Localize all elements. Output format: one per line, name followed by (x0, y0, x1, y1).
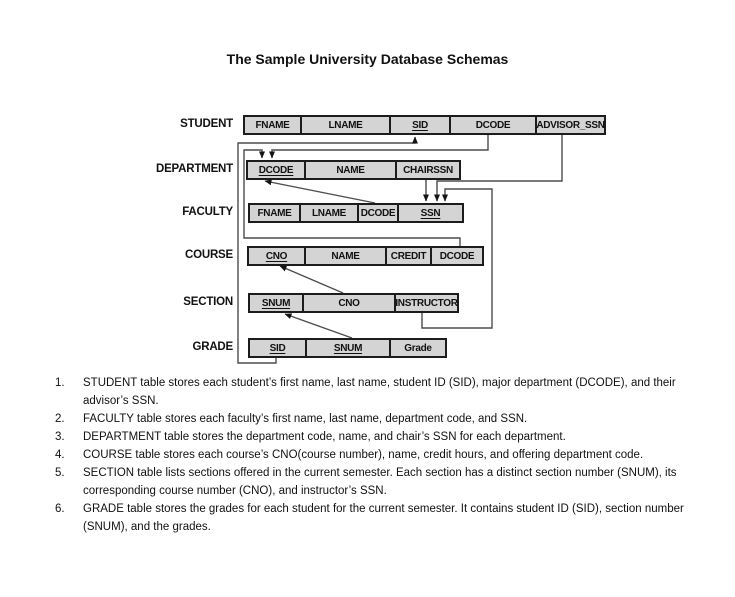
note-text: GRADE table stores the grades for each s… (83, 503, 684, 533)
note-number: 4. (55, 449, 65, 461)
column-name: DCODE (360, 207, 396, 219)
cell-student-lname: LNAME (300, 117, 389, 133)
note-text: STUDENT table stores each student’s firs… (83, 377, 676, 407)
column-name: LNAME (311, 207, 347, 219)
cell-faculty-fname: FNAME (250, 205, 299, 221)
cell-section-cno: CNO (302, 295, 394, 311)
table-row-course: CNO NAME CREDIT DCODE (247, 246, 484, 266)
column-name: SID (412, 119, 428, 131)
cell-faculty-lname: LNAME (299, 205, 357, 221)
column-name: Grade (404, 342, 432, 354)
column-name: INSTRUCTOR (395, 297, 458, 309)
table-label-section: SECTION (183, 296, 233, 308)
cell-section-snum: SNUM (250, 295, 302, 311)
column-name: CNO (338, 297, 360, 309)
fk-line-student-dcode-to-department-dcode (269, 134, 489, 159)
table-label-department: DEPARTMENT (155, 163, 233, 175)
column-name: NAME (331, 250, 360, 262)
column-name: SID (269, 342, 286, 354)
cell-course-name: NAME (304, 248, 385, 264)
column-name: CREDIT (390, 250, 427, 262)
note-text: DEPARTMENT table stores the department c… (83, 431, 566, 443)
fk-line-section-cno-to-course-cno (279, 265, 344, 294)
fk-line-faculty-dcode-to-department-dcode (264, 179, 376, 204)
cell-student-sid: SID (389, 117, 449, 133)
table-row-section: SNUM CNO INSTRUCTOR (248, 293, 459, 313)
cell-department-dcode: DCODE (248, 162, 304, 178)
note-item-5: 5. SECTION table lists sections offered i… (55, 464, 713, 500)
cell-student-fname: FNAME (245, 117, 300, 133)
note-item-3: 3. DEPARTMENT table stores the department… (55, 428, 713, 446)
cell-faculty-ssn: SSN (397, 205, 462, 221)
column-name: FNAME (257, 207, 292, 219)
cell-course-credit: CREDIT (385, 248, 430, 264)
note-number: 5. (55, 467, 65, 479)
cell-grade-grade: Grade (389, 340, 445, 356)
cell-section-instructor: INSTRUCTOR (394, 295, 458, 311)
note-item-1: 1. STUDENT table stores each student’s fi… (55, 374, 713, 410)
table-label-course: COURSE (184, 249, 233, 261)
column-name: SNUM (333, 342, 363, 354)
cell-faculty-dcode: DCODE (357, 205, 397, 221)
cell-student-advisor_ssn: ADVISOR_SSN (535, 117, 605, 133)
column-name: FNAME (255, 119, 290, 131)
fk-line-grade-snum-to-section-snum (284, 313, 353, 339)
column-name: DCODE (258, 164, 294, 176)
cell-student-dcode: DCODE (449, 117, 535, 133)
notes-list: 1. STUDENT table stores each student’s fi… (55, 374, 713, 536)
note-number: 2. (55, 413, 65, 425)
cell-department-chairssn: CHAIRSSN (395, 162, 459, 178)
table-label-faculty: FACULTY (182, 206, 233, 218)
column-name: CHAIRSSN (403, 164, 453, 176)
column-name: LNAME (328, 119, 363, 131)
column-name: DCODE (475, 119, 511, 131)
table-row-department: DCODE NAME CHAIRSSN (246, 160, 461, 180)
note-item-2: 2. FACULTY table stores each faculty’s fi… (55, 410, 713, 428)
cell-grade-sid: SID (250, 340, 305, 356)
column-name: SSN (420, 207, 441, 219)
note-text: COURSE table stores each course’s CNO(co… (83, 449, 644, 461)
note-text: FACULTY table stores each faculty’s firs… (83, 413, 528, 425)
column-name: ADVISOR_SSN (536, 119, 605, 131)
column-name: DCODE (439, 250, 475, 262)
cell-course-cno: CNO (249, 248, 304, 264)
cell-grade-snum: SNUM (305, 340, 389, 356)
column-name: SNUM (261, 297, 291, 309)
table-label-grade: GRADE (192, 341, 233, 353)
page-title: The Sample University Database Schemas (226, 51, 509, 67)
table-row-faculty: FNAME LNAME DCODE SSN (248, 203, 464, 223)
cell-department-name: NAME (304, 162, 395, 178)
table-row-student: FNAME LNAME SID DCODE ADVISOR_SSN (243, 115, 606, 135)
note-item-6: 6. GRADE table stores the grades for each… (55, 500, 713, 536)
note-number: 3. (55, 431, 65, 443)
table-label-student: STUDENT (180, 118, 233, 130)
note-item-4: 4. COURSE table stores each course’s CNO(… (55, 446, 713, 464)
cell-course-dcode: DCODE (430, 248, 482, 264)
note-number: 1. (55, 377, 65, 389)
note-text: SECTION table lists sections offered in … (83, 467, 677, 497)
column-name: CNO (265, 250, 288, 262)
table-row-grade: SID SNUM Grade (248, 338, 447, 358)
column-name: NAME (336, 164, 365, 176)
note-number: 6. (55, 503, 65, 515)
